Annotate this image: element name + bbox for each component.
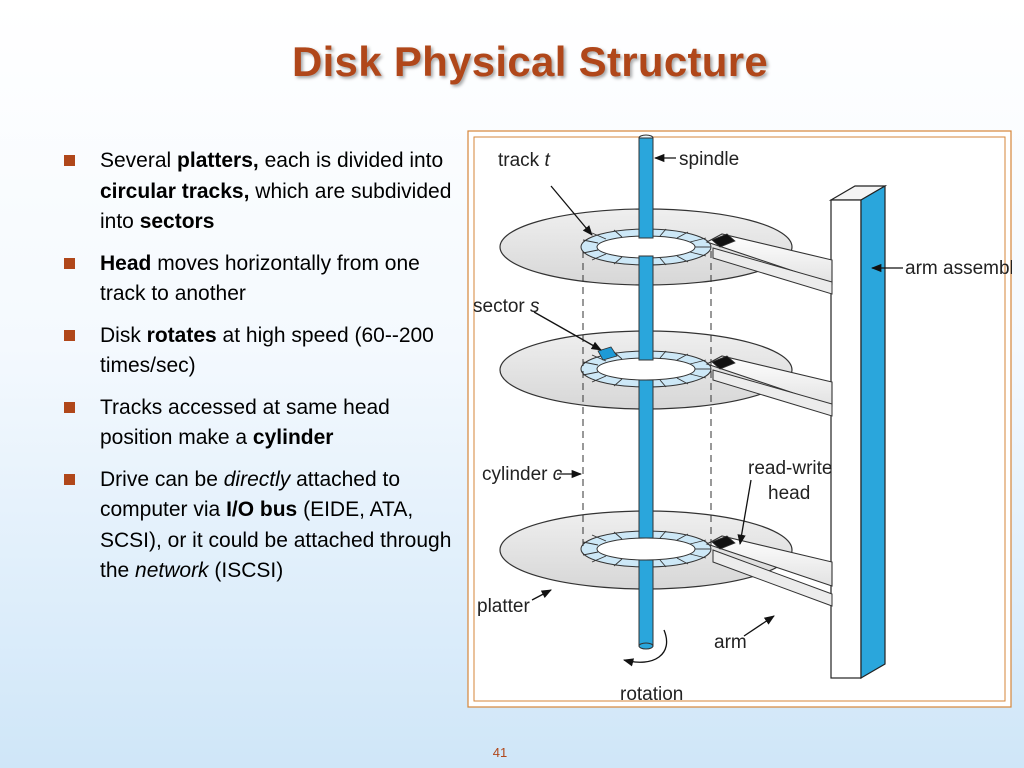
read-write-label-line1: read-write [748,458,832,479]
square-bullet-icon [64,155,75,166]
bullet-segment-bold: cylinder [252,426,334,449]
bullet-segment: moves horizontally from one track to ano… [100,251,420,306]
bullet-segment: (ISCSI) [208,559,284,582]
arm-arrow-icon [743,615,775,637]
bullet-segment: Disk [100,323,147,347]
bullet-segment: Tracks accessed at same head position ma… [100,395,390,450]
read-write-head-arrow-icon [737,479,752,546]
track-arrow-icon [550,185,593,236]
bullet-segment-bold: Head [100,251,152,275]
bullet-segment-bold: rotates [146,323,217,347]
slide-title: Disk Physical Structure [291,38,769,85]
square-bullet-icon [64,473,75,485]
bullet-item: Several platters, each is divided into c… [64,146,454,238]
track-label: track t [498,150,550,171]
square-bullet-icon [64,257,75,269]
cylinder-outline [582,251,712,551]
platter-middle [499,330,793,410]
cylinder-label: cylinder c [482,464,563,485]
arm-middle [705,355,833,417]
bullet-item: Drive can be directly attached to comput… [64,465,454,587]
platter-bottom [499,510,793,590]
bullet-segment: attached to computer via [100,467,401,522]
bullet-text: Disk rotates at high speed (60--200 time… [100,324,434,378]
bullet-text: Head moves horizontally from one track t… [100,252,420,306]
platter-label: platter [477,596,530,617]
bullet-segment: each is divided into [258,149,444,172]
sector-arrow-icon [533,311,602,351]
bullet-segment-italic: directly [223,467,291,491]
bullet-list: Several platters, each is divided into c… [64,146,454,598]
bullet-segment: which are subdivided into [100,179,452,234]
bullet-item: Disk rotates at high speed (60--200 time… [64,321,454,382]
bullet-item: Head moves horizontally from one track t… [64,249,454,310]
bullet-segment-bold: sectors [139,210,215,233]
page-number: 41 [492,745,508,760]
arm-assembly-label: arm assembly [905,258,1012,279]
bullet-segment: Several [100,149,178,172]
platter-arrow-icon [531,589,552,601]
rotation-arrow-icon [622,629,668,667]
square-bullet-icon [64,329,75,341]
highlighted-sector [597,346,618,361]
bullet-segment: (EIDE, ATA, SCSI), or it could be attach… [100,498,452,582]
square-bullet-icon [64,401,75,413]
disk-structure-diagram: track t spindle arm assembly sector s cy… [467,130,1012,708]
bullet-segment: at high speed (60--200 times/sec) [100,323,434,378]
bullet-segment-bold: platters, [177,149,259,172]
arm-assembly [828,184,888,680]
arm-top [705,233,833,295]
bullet-segment-bold: I/O bus [226,498,298,521]
bullet-text: Several platters, each is divided into c… [100,149,451,233]
arm-bottom [705,535,833,607]
figure-inner-frame [473,136,1006,702]
rotation-label: rotation [620,684,683,705]
sector-label: sector s [473,296,540,317]
arm-label: arm [714,632,747,653]
bullet-segment-italic: network [135,559,209,582]
bullet-segment: Drive can be [100,467,224,491]
leader-arrows [531,153,903,637]
spindle [638,134,654,650]
bullet-text: Drive can be directly attached to comput… [100,468,451,583]
platter-top [499,208,793,286]
spindle-label: spindle [679,149,739,170]
bullet-text: Tracks accessed at same head position ma… [100,396,390,450]
bullet-segment-bold: circular tracks, [100,179,250,203]
read-write-label-line2: head [768,483,810,504]
disk-structure-figure: track t spindle arm assembly sector s cy… [467,130,1012,708]
bullet-item: Tracks accessed at same head position ma… [64,393,454,454]
